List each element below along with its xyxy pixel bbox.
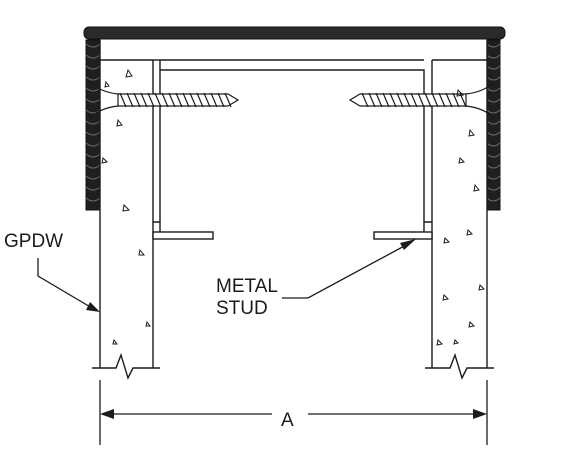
gpdw-label: GPDW: [4, 231, 64, 252]
metal-stud-channel-icon: [153, 59, 425, 222]
right-break-line-icon: [425, 352, 494, 380]
top-cap-icon: [83, 26, 506, 40]
right-wall-icon: [431, 40, 488, 368]
aggregate-speckles: [101, 68, 486, 346]
left-break-line-icon: [92, 352, 160, 380]
metal-stud-label: METAL STUD: [216, 276, 278, 320]
metal-stud-label-line2: STUD: [216, 298, 268, 319]
left-cladding-icon: [85, 39, 101, 211]
right-screw-icon: [348, 81, 495, 119]
dimension-a: [99, 380, 488, 445]
right-stud-flange-icon: [373, 221, 433, 240]
right-cladding-icon: [486, 39, 501, 211]
dimension-a-label: A: [281, 410, 294, 431]
left-wall-icon: [99, 40, 154, 368]
metal-stud-leader: [282, 239, 416, 299]
metal-stud-label-line1: METAL: [216, 276, 278, 297]
left-stud-flange-icon: [152, 221, 214, 240]
gpdw-leader: [37, 258, 100, 312]
left-screw-icon: [89, 81, 240, 119]
